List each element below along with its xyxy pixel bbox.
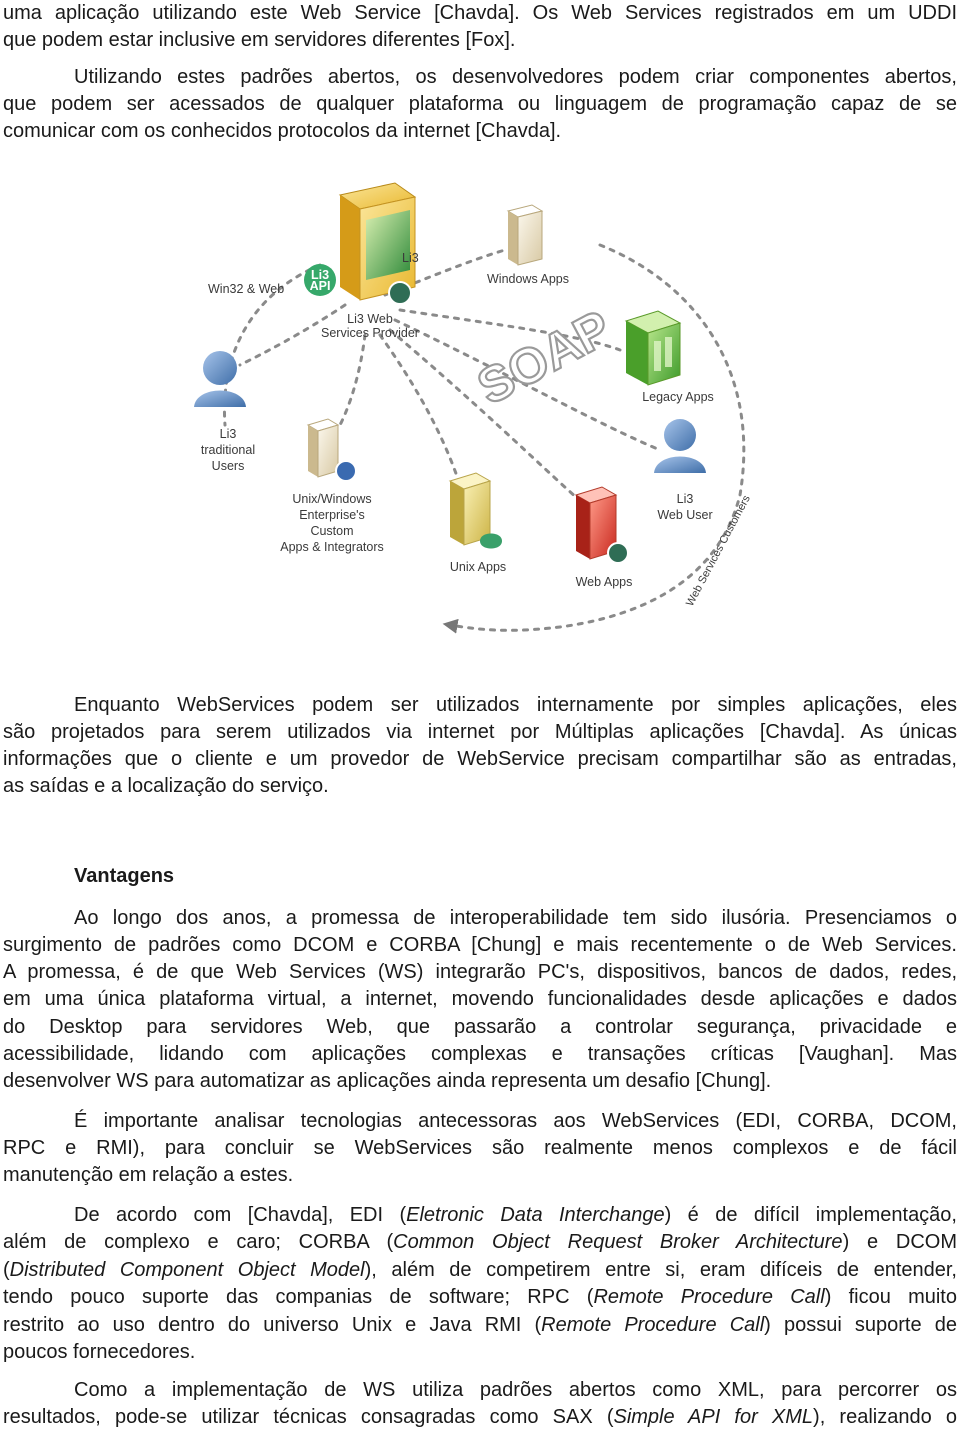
text-line: que podem estar inclusive em servidores …	[3, 29, 516, 51]
text-line: resultados, pode-se utilizar técnicas co…	[3, 1406, 957, 1428]
soap-label: SOAP	[468, 299, 619, 415]
text-line: Como a implementação de WS utiliza padrõ…	[74, 1379, 957, 1401]
windows-apps-label: Windows Apps	[487, 272, 569, 286]
unix-apps-server-icon	[448, 472, 502, 549]
text-line: Ao longo dos anos, a promessa de interop…	[74, 907, 957, 929]
web-user-line2: Web User	[657, 508, 712, 522]
web-apps-label: Web Apps	[576, 575, 633, 589]
text-line: que podem ser acessados de qualquer plat…	[3, 93, 957, 115]
text-line: RPC e RMI), para concluir se WebServices…	[3, 1137, 957, 1159]
api-badge-icon	[304, 264, 336, 296]
section-heading: Vantagens	[74, 865, 175, 887]
text-line: (Distributed Component Object Model), al…	[3, 1259, 957, 1281]
text-line: De acordo com [Chavda], EDI (Eletronic D…	[74, 1204, 957, 1226]
provider-label-line2: Services Provider	[321, 326, 419, 340]
api-badge-line2: API	[310, 279, 331, 293]
text-line: uma aplicação utilizando este Web Servic…	[3, 2, 957, 24]
text-line: além de complexo e caro; CORBA (Common O…	[3, 1231, 958, 1253]
api-badge-line1: Li3	[311, 268, 329, 282]
soap-architecture-diagram: Li3 Li3 API Li3 Web Services Provider Wi…	[194, 182, 753, 634]
text-line: as saídas e a localização do serviço.	[3, 775, 329, 797]
legacy-apps-label: Legacy Apps	[642, 390, 714, 404]
unix-windows-server-icon	[306, 418, 357, 482]
win32-label: Win32 & Web	[208, 282, 284, 296]
web-user-icon	[654, 419, 706, 473]
unix-windows-line2: Enterprise's	[299, 508, 365, 522]
text-line: Utilizando estes padrões abertos, os des…	[74, 66, 957, 88]
provider-server-icon	[338, 182, 417, 305]
traditional-users-line1: Li3	[220, 427, 237, 441]
text-line: informações que o cliente e um provedor …	[3, 748, 957, 770]
text-line: A promessa, é de que Web Services (WS) i…	[3, 961, 957, 983]
text-line: surgimento de padrões como DCOM e CORBA …	[3, 934, 957, 956]
windows-apps-server-icon	[506, 204, 544, 266]
text-line: do Desktop para servidores Web, que pass…	[3, 1016, 957, 1038]
traditional-users-line3: Users	[212, 459, 245, 473]
text-line: tendo pouco suporte das companias de sof…	[3, 1286, 957, 1308]
text-line: manutenção em relação a estes.	[3, 1164, 294, 1186]
text-line: acessibilidade, lidando com aplicações c…	[3, 1043, 957, 1065]
traditional-user-icon	[194, 351, 246, 407]
provider-label-line1: Li3 Web	[347, 312, 393, 326]
text-line: Enquanto WebServices podem ser utilizado…	[74, 694, 957, 716]
unix-apps-label: Unix Apps	[450, 560, 506, 574]
unix-windows-line3: Custom	[310, 524, 353, 538]
traditional-users-line2: traditional	[201, 443, 255, 457]
text-line: desenvolver WS para automatizar as aplic…	[3, 1070, 772, 1092]
legacy-apps-server-icon	[624, 310, 682, 386]
web-apps-server-icon	[574, 486, 629, 564]
text-line: poucos fornecedores.	[3, 1341, 196, 1363]
text-line: são projetados para serem utilizados via…	[3, 721, 957, 743]
unix-windows-line1: Unix/Windows	[292, 492, 371, 506]
text-line: É importante analisar tecnologias antece…	[74, 1110, 957, 1132]
unix-windows-line4: Apps & Integrators	[280, 540, 384, 554]
orbit-right	[442, 243, 746, 634]
li3-mark: Li3	[402, 251, 419, 265]
text-line: em uma única plataforma virtual, a inter…	[3, 988, 957, 1010]
text-line: comunicar com os conhecidos protocolos d…	[3, 120, 562, 142]
web-user-line1: Li3	[677, 492, 694, 506]
connection-lines	[238, 248, 662, 507]
text-line: restrito ao uso dentro do universo Unix …	[3, 1314, 957, 1336]
